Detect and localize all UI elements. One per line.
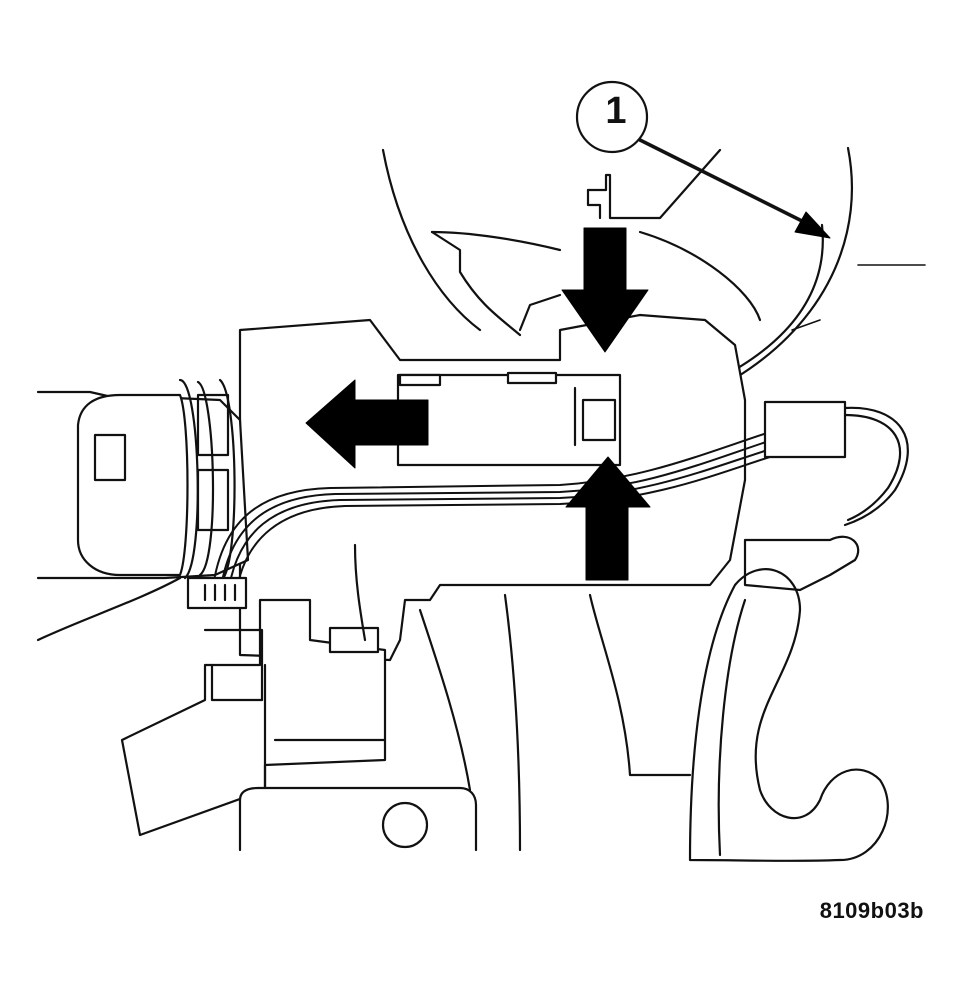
wheel-segment-line [791, 319, 821, 331]
callout-leader-line [638, 138, 822, 232]
switch-slot-upper [196, 393, 230, 457]
harness-lead-wire-2 [843, 413, 902, 522]
clockspring-inner-curve [430, 230, 562, 252]
bracket-left-block [203, 628, 264, 702]
column-shaft-line-d [588, 593, 692, 777]
harness-lead-wire [843, 406, 909, 527]
clockspring-ring-left [430, 230, 522, 337]
bracket-left-block2 [210, 663, 264, 702]
mounting-hole [381, 801, 429, 849]
figure-id: 8109b03b [819, 898, 924, 923]
switch-knob-window [93, 433, 127, 482]
callout-circle [575, 80, 649, 154]
column-shaft-line-c [353, 543, 367, 642]
callout-leader-arrowhead [794, 211, 831, 239]
clockspring-upper-edge [586, 188, 602, 220]
clockspring-ring-mid2 [518, 293, 562, 332]
wire-harness [211, 431, 777, 596]
mounting-plate [238, 786, 478, 852]
harness-bracket [743, 535, 860, 592]
switch-ring-c [218, 378, 236, 582]
steering-wheel-outer-arc [381, 148, 482, 332]
column-shaft-line-b [503, 593, 522, 852]
switch-lower-shroud [36, 576, 182, 642]
connector-latch [581, 398, 617, 442]
harness-connector [763, 400, 847, 459]
callout-number: 1 [605, 90, 627, 132]
arrow-left [305, 379, 429, 469]
bracket-tab [328, 626, 380, 654]
clockspring-top-tab [586, 148, 722, 220]
wire-end-pins [203, 583, 237, 602]
conduit-hose-inner [717, 598, 747, 857]
connector-top-rib-a [398, 373, 442, 387]
column-shaft-line-a [418, 608, 472, 792]
arrow-down [561, 227, 649, 353]
connector-top-rib-b [506, 371, 558, 385]
clockspring-ring-mid [638, 230, 762, 322]
arrow-up [565, 456, 651, 581]
switch-slot-lower [196, 468, 230, 532]
switch-ring-b [196, 380, 215, 577]
wire-end-connector [186, 576, 248, 610]
switch-knob [76, 393, 189, 577]
conduit-hose-outer [688, 568, 889, 862]
